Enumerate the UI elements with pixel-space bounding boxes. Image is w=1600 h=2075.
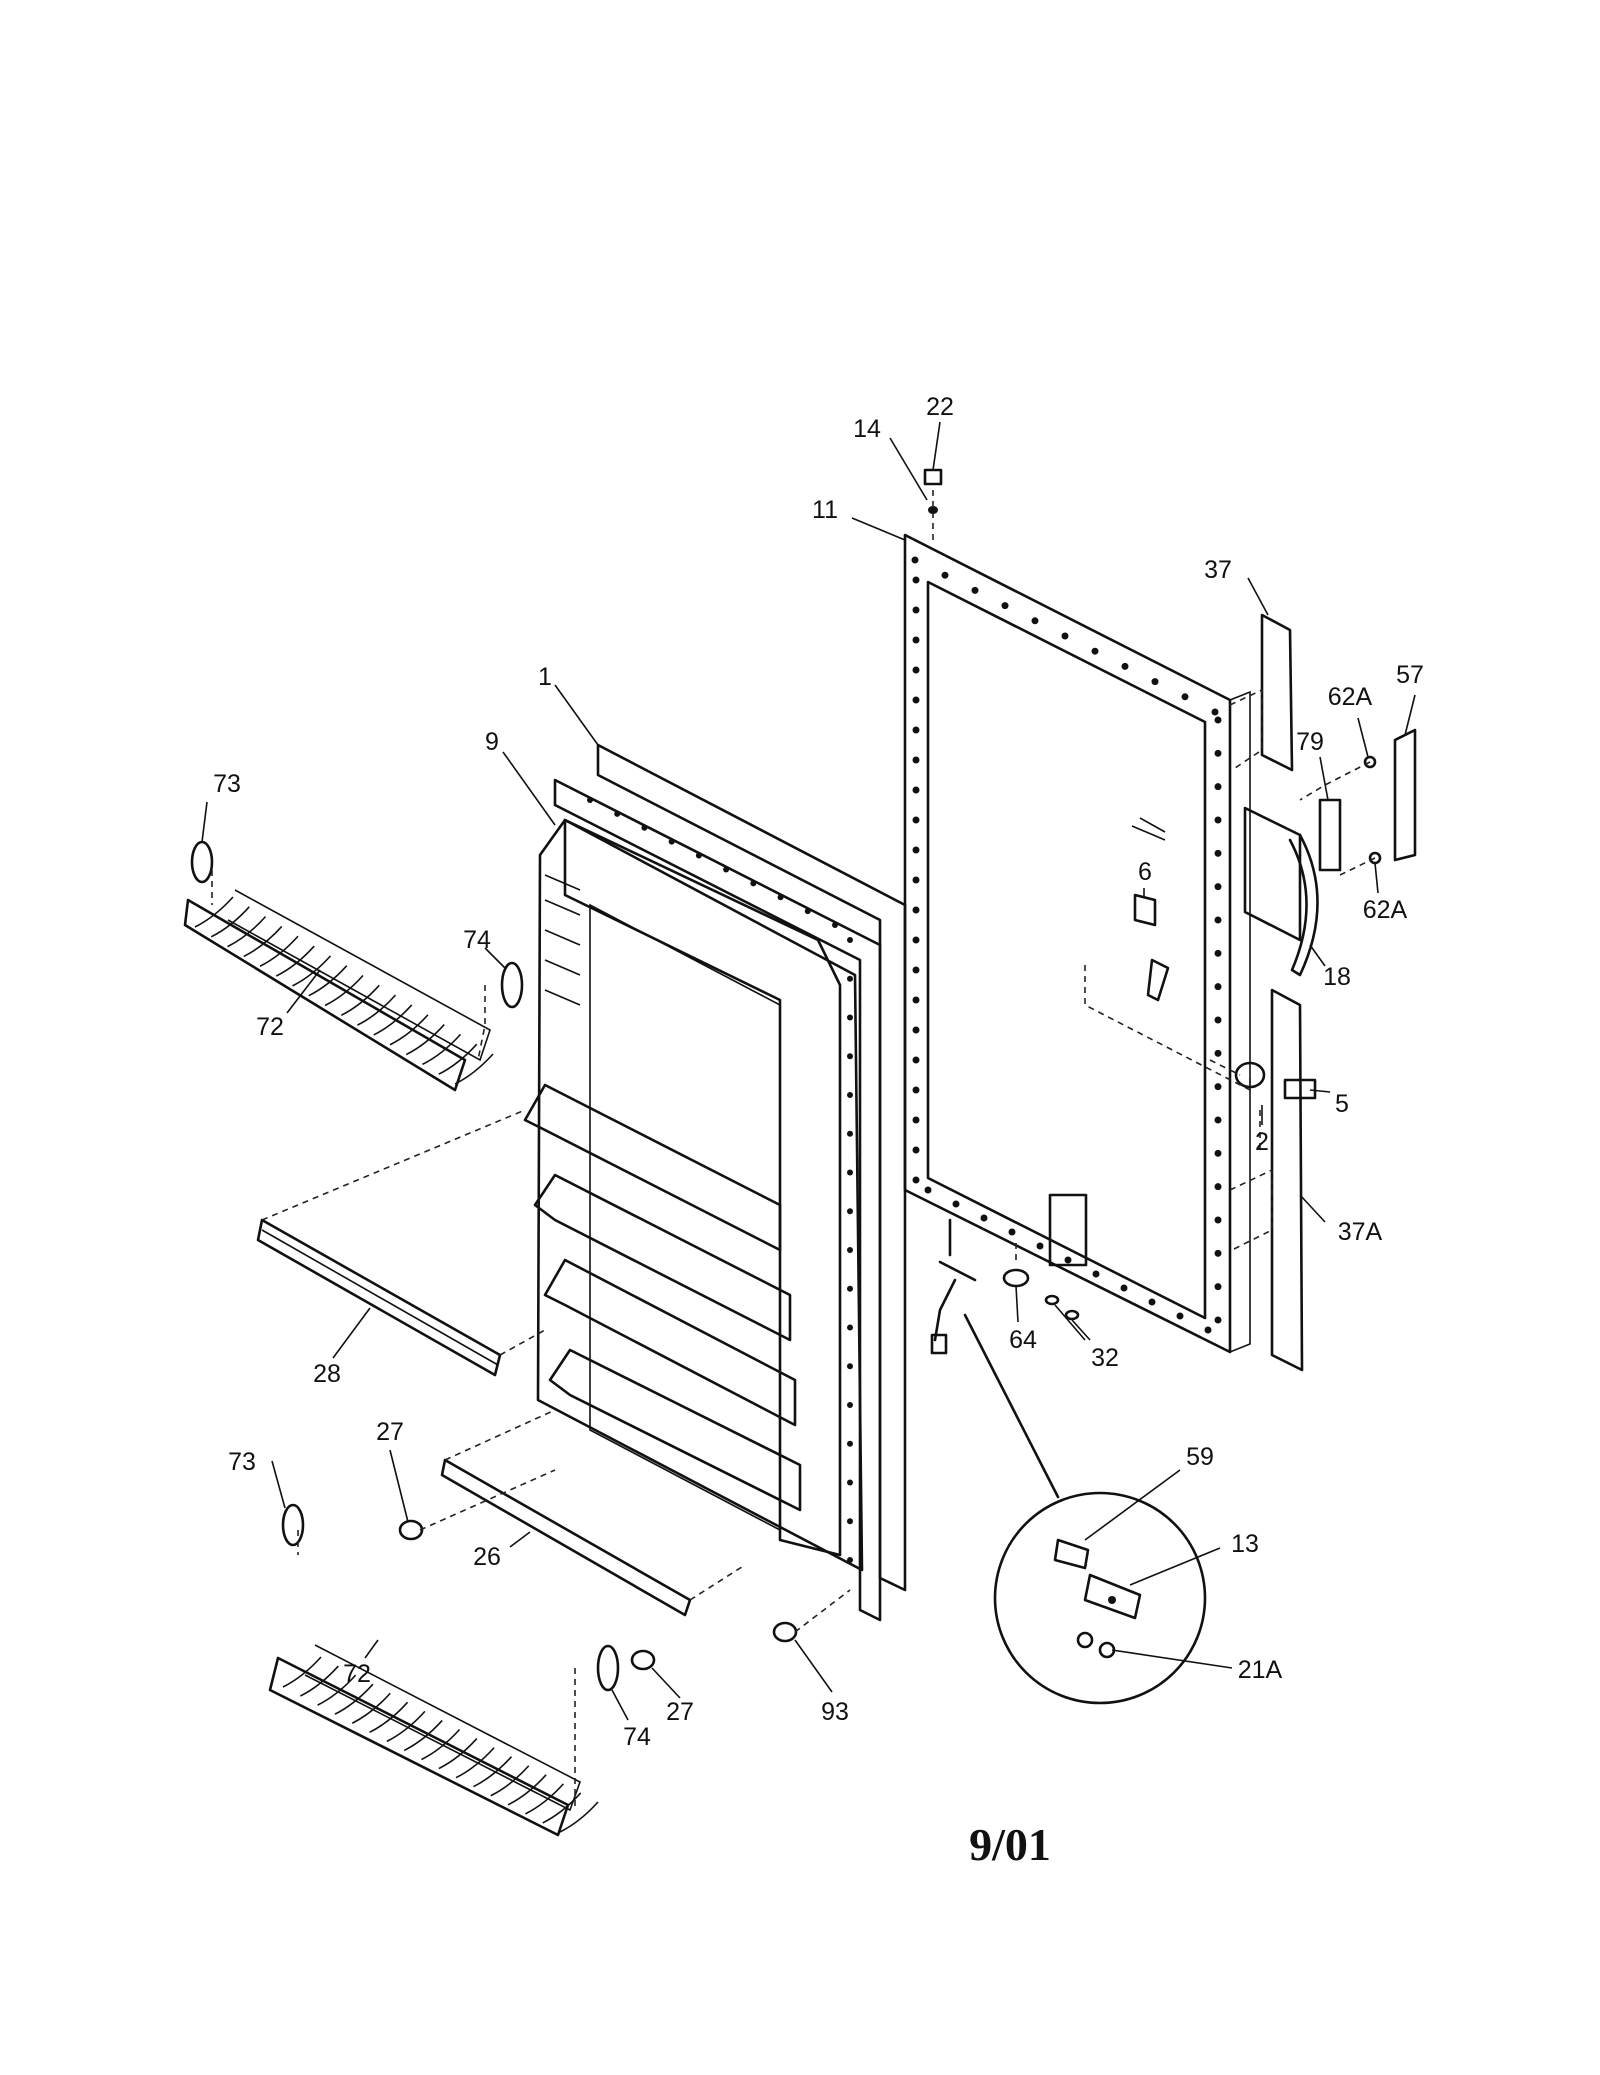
callout-28: 28 bbox=[313, 1360, 341, 1388]
door-gasket-frame bbox=[553, 743, 907, 1622]
shelf-bar-26 bbox=[440, 1458, 692, 1617]
callout-6: 6 bbox=[1138, 858, 1152, 886]
callout-72-bottom: 72 bbox=[343, 1660, 371, 1688]
hinge-cap-22 bbox=[923, 468, 943, 486]
screw-27-bottom bbox=[630, 1649, 656, 1671]
callout-32: 32 bbox=[1091, 1344, 1119, 1372]
callout-57: 57 bbox=[1396, 661, 1424, 689]
callout-74-top: 74 bbox=[463, 926, 491, 954]
door-handle-18 bbox=[1243, 806, 1319, 977]
callout-73-bottom: 73 bbox=[228, 1448, 256, 1476]
shelf-bar-28 bbox=[256, 1218, 502, 1377]
callout-1: 1 bbox=[538, 663, 552, 691]
assembly-guide-lines bbox=[211, 490, 1376, 1810]
retainer-clip-74-top bbox=[500, 961, 524, 1009]
callout-79: 79 bbox=[1296, 728, 1324, 756]
handle-bracket-79 bbox=[1318, 798, 1342, 872]
inner-door-liner bbox=[523, 797, 864, 1572]
top-door-shelf-rack bbox=[183, 889, 494, 1092]
callout-74-bottom: 74 bbox=[623, 1723, 651, 1751]
callout-73-top: 73 bbox=[213, 770, 241, 798]
callout-37a: 37A bbox=[1338, 1218, 1383, 1246]
callout-64: 64 bbox=[1009, 1326, 1037, 1354]
hinge-bracket-6 bbox=[1133, 893, 1170, 1002]
liner-holes bbox=[587, 797, 853, 1563]
callout-59: 59 bbox=[1186, 1443, 1214, 1471]
bottom-door-shelf-rack bbox=[268, 1644, 599, 1837]
callout-14: 14 bbox=[853, 415, 881, 443]
callout-9: 9 bbox=[485, 728, 499, 756]
trim-strip-37a bbox=[1270, 988, 1304, 1372]
callout-27-left: 27 bbox=[376, 1418, 404, 1446]
callout-37: 37 bbox=[1204, 556, 1232, 584]
callout-27-bottom: 27 bbox=[666, 1698, 694, 1726]
callout-93: 93 bbox=[821, 1698, 849, 1726]
callout-5: 5 bbox=[1335, 1090, 1349, 1118]
bottom-hinge-wiring bbox=[930, 1218, 977, 1355]
retainer-clip-73-bottom bbox=[281, 1503, 305, 1547]
lock-assembly-5 bbox=[1234, 1061, 1317, 1100]
handle-cover-57 bbox=[1393, 728, 1417, 862]
retainer-clip-73-top bbox=[190, 840, 214, 884]
retainer-clip-74-bottom bbox=[596, 1644, 620, 1692]
callout-72-top: 72 bbox=[256, 1013, 284, 1041]
hinge-detail-inset bbox=[963, 1313, 1207, 1705]
trim-strip-37 bbox=[1260, 613, 1294, 772]
callout-18: 18 bbox=[1323, 963, 1351, 991]
diagram-date-code: 9/01 bbox=[969, 1819, 1051, 1870]
callout-2: 2 bbox=[1255, 1128, 1269, 1156]
plug-64 bbox=[1002, 1268, 1030, 1288]
callout-62a-bottom: 62A bbox=[1363, 896, 1408, 924]
screw-27-left bbox=[398, 1519, 424, 1541]
washer-14 bbox=[928, 506, 938, 514]
callout-21a: 21A bbox=[1238, 1656, 1283, 1684]
handle-screws-62a bbox=[1363, 755, 1382, 865]
part-callout-labels: 22 14 11 37 57 62A 79 62A 18 6 5 2 37A 6… bbox=[213, 393, 1424, 1751]
screw-93 bbox=[772, 1621, 798, 1643]
callout-26: 26 bbox=[473, 1543, 501, 1571]
callout-11: 11 bbox=[812, 496, 838, 524]
callout-62a-top: 62A bbox=[1328, 683, 1373, 711]
callout-13: 13 bbox=[1231, 1530, 1259, 1558]
panel-mounting-holes bbox=[911, 556, 1222, 1334]
spacers-32 bbox=[1044, 1294, 1080, 1321]
callout-leader-lines bbox=[201, 421, 1416, 1721]
callout-22: 22 bbox=[926, 393, 954, 421]
outer-door-panel bbox=[903, 533, 1251, 1354]
